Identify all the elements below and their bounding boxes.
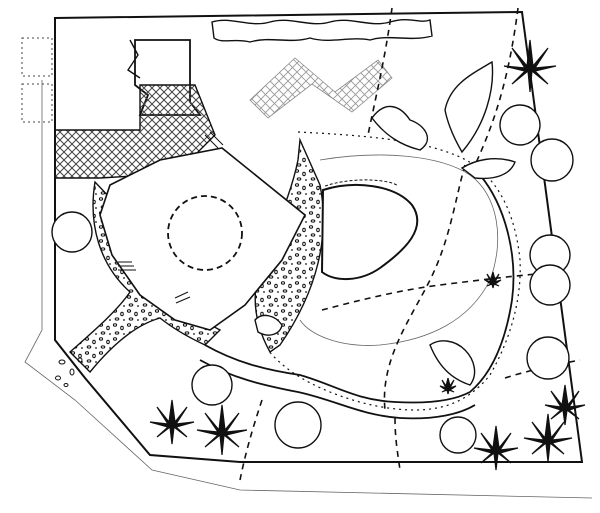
- terrace-steps: [118, 131, 224, 304]
- leafy-shrubs: [254, 60, 516, 386]
- top-hedge: [211, 19, 433, 43]
- terrace-dark-paving: [54, 84, 216, 179]
- pond-edging: [324, 179, 399, 187]
- pebble-edge-east: [267, 131, 521, 411]
- shrub-round: [526, 336, 570, 380]
- spiky-plant-small: [484, 271, 502, 289]
- spiky-plant: [196, 404, 248, 456]
- shrub-round: [274, 401, 322, 449]
- winding-path-outer: [204, 174, 515, 404]
- spiky-plant-small: [439, 377, 457, 395]
- shrub-round: [439, 416, 477, 454]
- shrub-round: [530, 138, 574, 182]
- site-boundary: [54, 10, 584, 463]
- shrub-round: [499, 104, 541, 146]
- shrubs: [51, 104, 574, 454]
- patio-circle: [167, 195, 243, 271]
- pebble-cluster: [55, 357, 83, 387]
- spiky-plant: [523, 413, 573, 463]
- spiky-plant: [544, 384, 586, 426]
- spiky-plant: [473, 425, 519, 471]
- spiky-plant: [149, 399, 195, 445]
- spiky-plant: [503, 39, 557, 93]
- winding-path-inner: [199, 359, 476, 420]
- light-paving-zigzag: [249, 57, 393, 119]
- shrub-round: [191, 364, 233, 406]
- shrub-round: [51, 211, 93, 253]
- outer-property-line: [24, 80, 593, 499]
- house-wall-detail: [127, 39, 141, 79]
- neighbour-outline: [21, 37, 53, 123]
- spiky-plants: [149, 39, 586, 471]
- pond: [320, 184, 419, 281]
- patio-terrace: [99, 147, 307, 331]
- shrub-round: [529, 264, 571, 306]
